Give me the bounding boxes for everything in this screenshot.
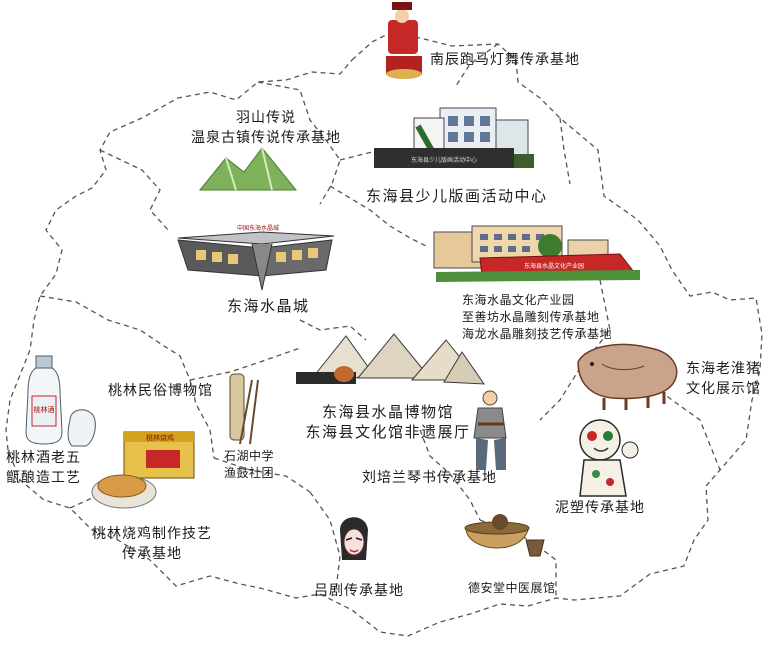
label-crystal-museum: 东海县水晶博物馆东海县文化馆非遗展厅 bbox=[305, 403, 471, 441]
county-boundary bbox=[5, 33, 763, 637]
box-text: 桃林烧鸡 bbox=[146, 433, 174, 442]
wall-sign: 东海县水晶文化产业园 bbox=[524, 262, 584, 270]
pig-icon bbox=[577, 343, 678, 410]
label-fish-drum: 石湖中学渔鼓社团 bbox=[224, 449, 275, 480]
label-tcm: 德安堂中医展馆 bbox=[468, 581, 556, 595]
drummer-figure-icon bbox=[386, 2, 422, 79]
crystal-city-sign: 中国东海水晶城 bbox=[237, 224, 279, 232]
label-folk-museum: 桃林民俗博物馆 bbox=[108, 383, 213, 399]
qinshu-performer-icon bbox=[473, 390, 507, 470]
medicine-bowl-icon bbox=[464, 514, 545, 557]
industrial-park-building bbox=[433, 225, 640, 282]
clay-figurine-icon bbox=[579, 419, 639, 497]
label-crystal-city: 东海水晶城 bbox=[227, 297, 310, 315]
mountain-icon bbox=[198, 147, 298, 191]
building-sign: 东海县少儿版画活动中心 bbox=[411, 156, 477, 164]
label-yushan: 羽山传说温泉古镇传说传承基地 bbox=[191, 110, 341, 146]
label-chicken: 桃林烧鸡制作技艺传承基地 bbox=[92, 526, 212, 562]
liquor-jar-icon bbox=[25, 355, 96, 447]
label-pig: 东海老淮猪文化展示馆 bbox=[686, 361, 761, 397]
label-children-center: 东海县少儿版画活动中心 bbox=[366, 187, 548, 205]
fish-drum-icon bbox=[229, 373, 259, 445]
chicken-box-icon bbox=[91, 431, 195, 509]
label-clay: 泥塑传承基地 bbox=[555, 500, 645, 516]
label-luju: 吕剧传承基地 bbox=[314, 583, 404, 599]
opera-face-icon bbox=[340, 517, 368, 560]
jar-text: 桃林酒 bbox=[34, 405, 55, 414]
label-liupeilan: 刘培兰琴书传承基地 bbox=[362, 470, 497, 486]
crystal-city-building bbox=[177, 231, 335, 291]
crystal-museum-building bbox=[296, 333, 485, 385]
label-liquor: 桃林酒老五甑酿造工艺 bbox=[6, 450, 81, 486]
children-center-building bbox=[374, 107, 534, 168]
label-nanchen: 南辰跑马灯舞传承基地 bbox=[430, 52, 580, 68]
label-industrial: 东海水晶文化产业园至善坊水晶雕刻传承基地海龙水晶雕刻技艺传承基地 bbox=[462, 293, 613, 341]
